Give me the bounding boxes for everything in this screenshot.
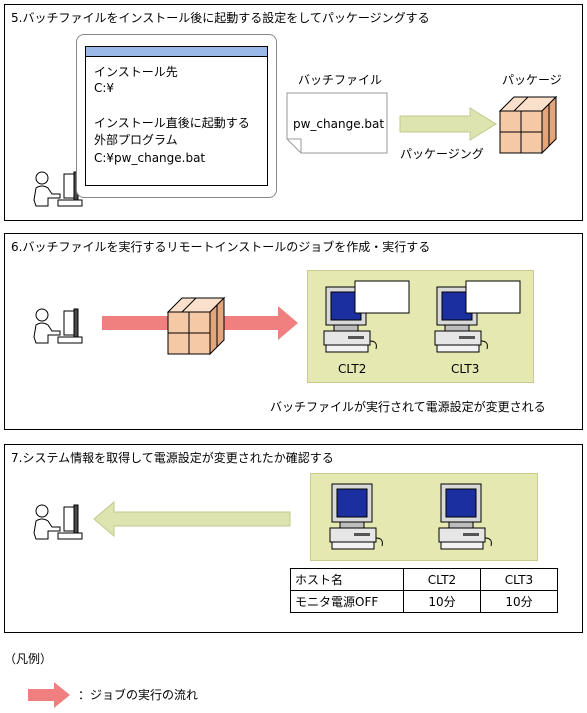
info-return-arrow [93,500,291,538]
post-install-run-label: インストール直後に起動する [94,116,250,130]
client-pc-icon [438,483,492,550]
batch-file-name: pw_change.bat [293,117,385,131]
package-box-icon [166,296,226,356]
client-pc-icon [329,483,383,550]
batch-window-icon [354,280,410,314]
package-label: パッケージ [502,73,562,87]
install-dest-path: C:¥ [94,81,115,95]
install-dest-label: インストール先 [94,65,178,79]
packaging-label: パッケージング [400,147,484,161]
table-header-row: ホスト名 CLT2 CLT3 [290,568,558,591]
legend-title: （凡例） [4,652,53,666]
batch-file-document-icon [286,92,388,154]
legend-arrow-label: ：ジョブの実行の流れ [78,688,199,702]
client-pc-icon [323,286,377,353]
table-cell: モニタ電源OFF [290,590,404,613]
external-program-label: 外部プログラム [94,133,178,147]
installer-settings-window [85,46,268,186]
batch-file-label: バッチファイル [298,73,383,87]
table-cell: 10分 [480,590,558,613]
packaging-arrow [399,107,497,141]
table-cell: 10分 [403,590,481,613]
legend-job-arrow [28,682,70,708]
table-row: モニタ電源OFF 10分 10分 [290,590,558,613]
table-header-cell: CLT2 [403,568,481,591]
client-label-clt3: CLT3 [451,362,480,376]
table-header-cell: CLT3 [480,568,558,591]
user-at-pc-icon [33,504,83,540]
window-title-bar [86,47,267,57]
step7-title: 7.システム情報を取得して電源設定が変更されたか確認する [11,451,334,465]
system-info-table: ホスト名 CLT2 CLT3 モニタ電源OFF 10分 10分 [290,568,558,613]
external-program-path: C:¥pw_change.bat [94,151,206,165]
user-at-pc-icon [33,308,83,344]
step6-note: バッチファイルが実行されて電源設定が変更される [270,400,546,414]
table-header-cell: ホスト名 [290,568,404,591]
package-box-icon [498,95,558,155]
step5-title: 5.バッチファイルをインストール後に起動する設定をしてパッケージングする [11,11,430,25]
step6-title: 6.バッチファイルを実行するリモートインストールのジョブを作成・実行する [11,240,431,254]
client-label-clt2: CLT2 [338,362,367,376]
batch-window-icon [465,280,521,314]
